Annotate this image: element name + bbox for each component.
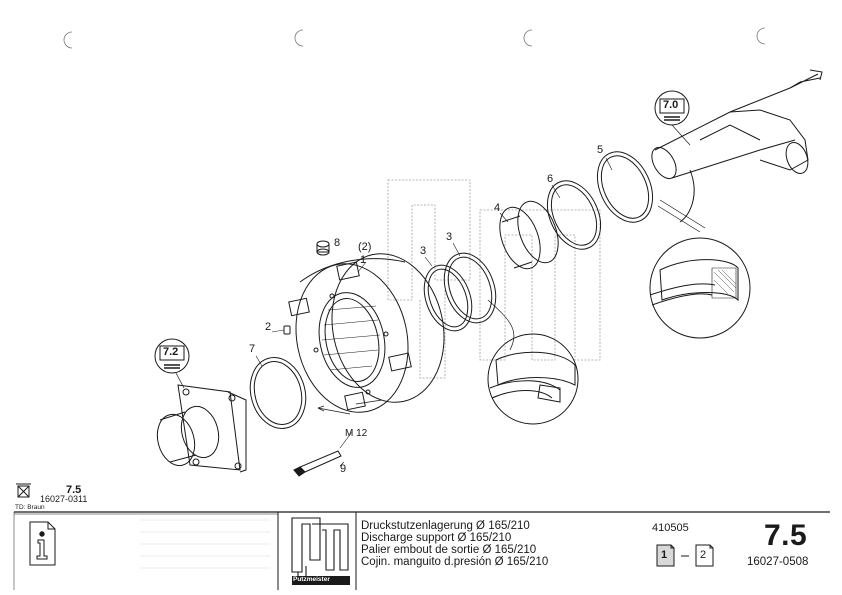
callout-4: 4 [494,202,501,214]
title-line-fr: Palier embout de sortie Ø 165/210 [361,544,537,556]
ring-part-6 [546,180,602,250]
callout-9: 9 [340,463,347,475]
seal-detail-top [649,199,751,339]
callout-1: 1 [360,254,367,266]
bolt-part-9 [293,431,353,477]
ring-part-3 [423,252,515,351]
leader-lines [255,157,613,467]
date-code: 410505 [652,522,689,534]
bearing-housing-part-1 [288,253,445,413]
logo-text: Putzmeister [293,576,330,583]
callout-2: 2 [265,321,272,333]
page-current: 1 [661,549,668,561]
thread-dimension [317,399,383,415]
callout-2-parenthesized: (2) [358,241,372,253]
pin-part-2 [283,325,291,335]
ref-tag-7-0 [654,90,691,146]
td-label: TD: Braun [15,504,45,511]
plug-part-8 [316,240,330,256]
title-line-en: Discharge support Ø 165/210 [361,532,512,544]
ring-part-7 [249,357,307,429]
ref-tag-7-0-label: 7.0 [663,99,679,111]
stamp-section: 7.5 [66,484,82,496]
ring-part-5 [596,151,654,223]
callout-8: 8 [334,237,341,249]
page-indicator [656,544,714,567]
ref-tag-7-2 [154,338,190,389]
callout-6: 6 [547,173,554,185]
title-line-de: Druckstutzenlagerung Ø 165/210 [361,520,530,532]
title-block-frame [13,511,830,590]
punch-hole-icon [63,27,766,49]
callout-5: 5 [597,144,604,156]
putzmeister-logo [291,517,350,585]
crossed-box-icon [16,483,31,498]
section-number: 7.5 [764,519,808,552]
callout-7: 7 [249,343,256,355]
title-line-es: Cojin. manguito d.presión Ø 165/210 [361,556,549,568]
callout-3-lower: 3 [420,245,427,257]
page-next: 2 [700,549,707,561]
seal-detail-bottom [487,333,579,425]
ref-tag-7-2-label: 7.2 [163,346,179,358]
info-icon [29,521,56,566]
thread-size-label: M 12 [345,428,368,439]
watermark-logo [387,179,601,379]
discharge-pipe-part [651,69,823,223]
doc-number: 16027-0508 [747,556,809,568]
bushing-part-4 [499,200,559,270]
flange-part [156,384,247,473]
callout-3-upper: 3 [446,231,453,243]
stamp-doc-number: 16027-0311 [40,494,88,504]
